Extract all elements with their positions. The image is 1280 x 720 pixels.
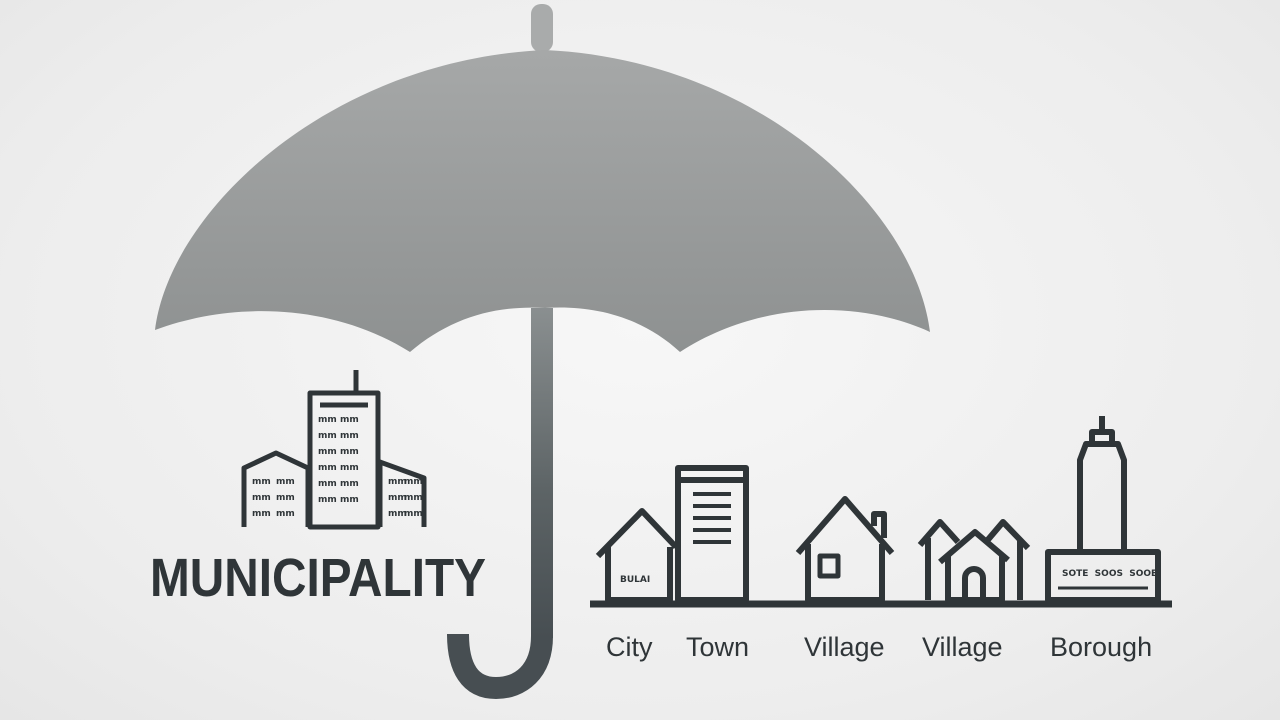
- twin-houses-icon: [917, 519, 1031, 603]
- svg-text:mm: mm: [340, 431, 359, 441]
- diagram-title: MUNICIPALITY: [150, 548, 486, 608]
- tower-building-icon: SOTE SOOS SOOE: [1045, 416, 1161, 603]
- svg-text:mm: mm: [318, 479, 337, 489]
- svg-text:mm: mm: [340, 479, 359, 489]
- label-town: Town: [686, 632, 749, 662]
- svg-text:mm: mm: [252, 477, 271, 487]
- umbrella-handle: [447, 633, 553, 700]
- svg-text:mm: mm: [404, 509, 423, 519]
- borough-windows-text: SOTE SOOS SOOE: [1062, 569, 1157, 579]
- office-building-icon: [675, 465, 749, 603]
- svg-text:mm: mm: [388, 493, 407, 503]
- cottage-icon: [795, 496, 895, 603]
- label-village-1: Village: [804, 632, 885, 662]
- svg-text:mm: mm: [340, 415, 359, 425]
- svg-text:mm: mm: [318, 495, 337, 505]
- svg-text:mm: mm: [318, 447, 337, 457]
- city-sign-text: BULAI: [620, 575, 650, 585]
- svg-text:mm: mm: [318, 431, 337, 441]
- svg-text:mm: mm: [252, 493, 271, 503]
- svg-text:mm: mm: [276, 493, 295, 503]
- svg-text:mm: mm: [276, 509, 295, 519]
- umbrella-icon: [155, 4, 930, 700]
- svg-text:mm: mm: [340, 447, 359, 457]
- svg-text:mm: mm: [404, 477, 423, 487]
- label-village-2: Village: [922, 632, 1003, 662]
- umbrella-shaft: [531, 308, 553, 638]
- svg-text:mm: mm: [388, 477, 407, 487]
- svg-text:mm: mm: [340, 495, 359, 505]
- label-city: City: [606, 632, 653, 662]
- umbrella-tip: [531, 4, 553, 52]
- label-borough: Borough: [1050, 632, 1152, 662]
- svg-text:mm: mm: [318, 415, 337, 425]
- svg-text:mm: mm: [318, 463, 337, 473]
- svg-text:mm: mm: [404, 493, 423, 503]
- umbrella-canopy: [155, 50, 930, 352]
- svg-text:mm: mm: [340, 463, 359, 473]
- city-house-icon: BULAI: [595, 508, 679, 603]
- svg-text:mm: mm: [276, 477, 295, 487]
- svg-text:mm: mm: [388, 509, 407, 519]
- svg-text:mm: mm: [252, 509, 271, 519]
